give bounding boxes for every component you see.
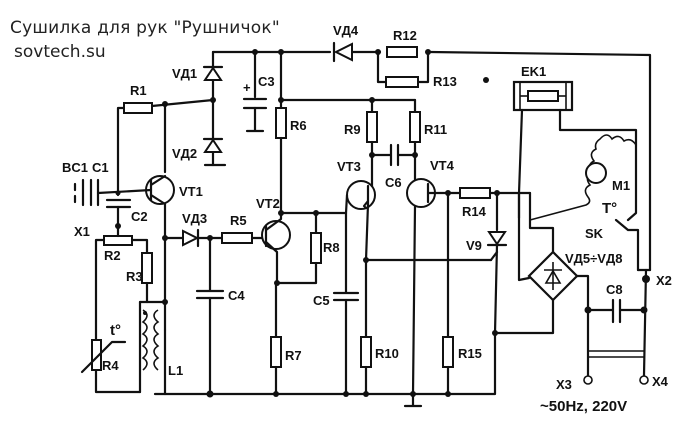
label-r7: R7 (285, 348, 302, 363)
resistor-r12-r13: R12 R13 (375, 28, 457, 89)
label-c4: C4 (228, 288, 245, 303)
label-r15: R15 (458, 346, 482, 361)
label-vt3: VT3 (337, 159, 361, 174)
microphone-bc1: BC1 C1 X1 (62, 160, 153, 239)
resistor-r7: R7 (270, 281, 302, 396)
label-x2: X2 (656, 273, 672, 288)
label-m1: M1 (612, 178, 630, 193)
label-r4-temp: t° (110, 322, 121, 339)
label-c2: C2 (131, 209, 148, 224)
site-name: sovtech.su (14, 42, 106, 62)
resistor-r6: R6 (275, 49, 417, 215)
capacitor-c5: C5 (313, 211, 360, 396)
capacitor-c2: C2 (105, 198, 148, 229)
label-r3: R3 (126, 269, 143, 284)
supply-label: ~50Hz, 220V (540, 398, 627, 415)
label-vd2: VД2 (172, 146, 197, 161)
thyristor-v9: V9 (466, 191, 508, 336)
diode-vd4: VД4 (332, 23, 359, 63)
label-vd4: VД4 (333, 23, 359, 38)
label-v9: V9 (466, 238, 482, 253)
inductor-l1: L1 (138, 299, 183, 394)
zener-vd2: VД2 (172, 98, 227, 167)
terminal-x4[interactable]: X4 (639, 374, 669, 389)
label-x1: X1 (74, 224, 90, 239)
label-x4: X4 (652, 374, 669, 389)
label-c3: C3 (258, 74, 275, 89)
label-c3-plus: + (243, 80, 251, 95)
resistor-r8: R8 (275, 211, 340, 285)
label-r13: R13 (433, 74, 457, 89)
diode-vd3: VД3 (162, 211, 224, 248)
label-r9: R9 (344, 122, 361, 137)
label-bc1: BC1 (62, 160, 88, 175)
label-l1: L1 (168, 363, 183, 378)
diode-bridge-vd5-vd8: VД5÷VД8 (493, 191, 622, 335)
label-r5: R5 (230, 213, 247, 228)
label-r11: R11 (424, 122, 447, 137)
resistor-r10: R10 (360, 257, 493, 396)
label-r6: R6 (290, 118, 307, 133)
potentiometer-r2: R2 (94, 224, 149, 394)
label-r2: R2 (104, 248, 121, 263)
label-c8: C8 (606, 282, 623, 297)
resistor-r5: R5 (221, 213, 264, 244)
label-r12: R12 (393, 28, 417, 43)
label-vd1: VД1 (172, 66, 197, 81)
resistor-r9: R9 (344, 97, 378, 157)
transistor-vt3: VT3 (337, 153, 376, 339)
label-sk-temp: T° (602, 200, 617, 217)
label-vd5-vd8: VД5÷VД8 (565, 251, 622, 266)
label-r10: R10 (375, 346, 399, 361)
transistor-vt4: VT4 (406, 153, 455, 396)
label-x3: X3 (556, 377, 572, 392)
label-vt1: VT1 (179, 184, 203, 199)
heater-ek1: EK1 (512, 64, 638, 220)
transistor-vt1: VT1 (145, 102, 203, 332)
resistor-r14: R14 (445, 187, 532, 219)
capacitor-c8: C8 (584, 282, 648, 324)
connector-x2: X2 (636, 268, 672, 377)
resistor-r11: R11 (409, 98, 447, 157)
terminal-x3[interactable]: X3 (556, 375, 593, 392)
resistor-r3: R3 (126, 252, 153, 304)
thermal-switch-sk: T° SK (585, 143, 640, 272)
label-ek1: EK1 (521, 64, 546, 79)
label-c6: C6 (385, 175, 402, 190)
resistor-r15: R15 (442, 191, 482, 396)
motor-m1: M1 (529, 134, 637, 221)
label-sk: SK (585, 226, 604, 241)
capacitor-c4: C4 (195, 236, 245, 396)
label-r14: R14 (462, 204, 487, 219)
capacitor-c3: + C3 (242, 49, 275, 133)
label-vd3: VД3 (182, 211, 207, 226)
power-cable (586, 308, 644, 377)
label-r8: R8 (323, 240, 340, 255)
label-vt2: VT2 (256, 196, 280, 211)
label-r4: R4 (102, 358, 119, 373)
label-r1: R1 (130, 83, 147, 98)
label-vt4: VT4 (430, 158, 455, 173)
resistor-r1: R1 (116, 83, 215, 197)
thermistor-r4: t° R4 (80, 322, 127, 374)
label-c1: C1 (92, 160, 109, 175)
schematic-title: Сушилка для рук "Рушничок" (10, 18, 280, 38)
zener-vd1: VД1 (172, 50, 224, 102)
label-c5: C5 (313, 293, 330, 308)
